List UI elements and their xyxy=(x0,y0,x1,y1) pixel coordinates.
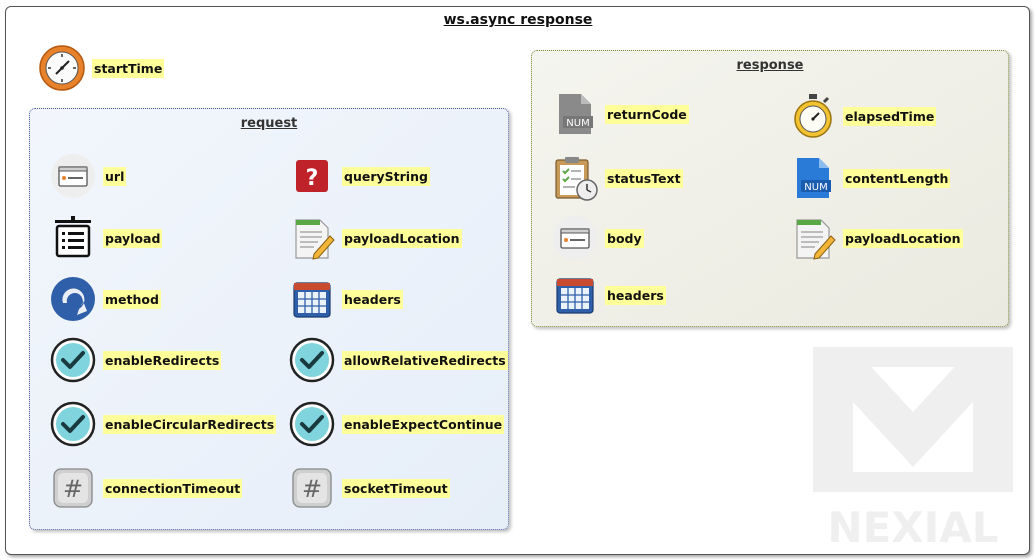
request-item-enable-redirects: enableRedirects xyxy=(49,336,222,384)
request-item-label: payloadLocation xyxy=(342,228,462,248)
diagram-title: ws.async response xyxy=(443,12,593,28)
request-item-label: url xyxy=(103,166,127,186)
response-item-elapsed-time: elapsedTime xyxy=(789,92,937,140)
stopwatch-icon xyxy=(789,92,837,140)
hash-key-icon xyxy=(49,464,97,512)
num-file-blue-icon xyxy=(789,154,837,202)
table-grid-icon xyxy=(288,275,336,323)
question-mark-icon xyxy=(288,152,336,200)
request-item-label: allowRelativeRedirects xyxy=(342,350,508,370)
response-item-label: contentLength xyxy=(843,168,951,188)
request-item-label: method xyxy=(103,289,161,309)
document-list-icon xyxy=(49,214,97,262)
response-item-label: statusText xyxy=(605,168,683,188)
response-item-headers: headers xyxy=(551,271,666,319)
request-item-method: method xyxy=(49,275,161,323)
request-item-label: payload xyxy=(103,228,163,248)
request-panel-title: request xyxy=(240,116,298,131)
hash-key-icon xyxy=(288,464,336,512)
response-item-label: headers xyxy=(605,285,666,305)
request-item-url: url xyxy=(49,152,127,200)
response-item-payload-location: payloadLocation xyxy=(789,214,963,262)
response-item-label: elapsedTime xyxy=(843,106,937,126)
response-item-label: body xyxy=(605,228,644,248)
request-item-query-string: queryString xyxy=(288,152,430,200)
request-item-label: enableRedirects xyxy=(103,350,222,370)
document-edit-icon xyxy=(288,214,336,262)
request-item-label: socketTimeout xyxy=(342,478,450,498)
web-page-icon xyxy=(49,152,97,200)
response-item-return-code: returnCode xyxy=(551,90,689,138)
request-item-headers: headers xyxy=(288,275,403,323)
num-file-gray-icon xyxy=(551,90,599,138)
request-item-connection-timeout: connectionTimeout xyxy=(49,464,243,512)
request-item-label: queryString xyxy=(342,166,430,186)
request-item-label: connectionTimeout xyxy=(103,478,243,498)
request-item-label: enableCircularRedirects xyxy=(103,414,277,434)
checkmark-icon xyxy=(288,336,336,384)
circular-arrow-icon xyxy=(49,275,97,323)
start-time-item: startTime xyxy=(38,44,165,92)
start-time-label: startTime xyxy=(92,58,165,78)
request-item-payload-location: payloadLocation xyxy=(288,214,462,262)
checkmark-icon xyxy=(49,336,97,384)
table-grid-icon xyxy=(551,271,599,319)
response-item-body: body xyxy=(551,214,644,262)
response-item-label: payloadLocation xyxy=(843,228,963,248)
response-item-content-length: contentLength xyxy=(789,154,951,202)
request-item-label: headers xyxy=(342,289,403,309)
request-item-socket-timeout: socketTimeout xyxy=(288,464,450,512)
request-item-enable-expect-continue: enableExpectContinue xyxy=(288,400,505,448)
request-item-label: enableExpectContinue xyxy=(342,414,505,434)
response-item-label: returnCode xyxy=(605,104,689,124)
checkmark-icon xyxy=(49,400,97,448)
response-panel-title: response xyxy=(736,58,804,73)
response-item-status-text: statusText xyxy=(551,154,683,202)
checkmark-icon xyxy=(288,400,336,448)
document-edit-icon xyxy=(789,214,837,262)
clock-icon xyxy=(38,44,86,92)
watermark-text: NEXIAL xyxy=(827,503,998,552)
request-item-allow-relative-redirects: allowRelativeRedirects xyxy=(288,336,508,384)
request-item-enable-circular-redirects: enableCircularRedirects xyxy=(49,400,277,448)
response-panel: response xyxy=(531,50,1009,327)
request-item-payload: payload xyxy=(49,214,163,262)
web-page-icon xyxy=(551,214,599,262)
clipboard-clock-icon xyxy=(551,154,599,202)
nexial-logo-watermark: NEXIAL xyxy=(813,347,1013,552)
